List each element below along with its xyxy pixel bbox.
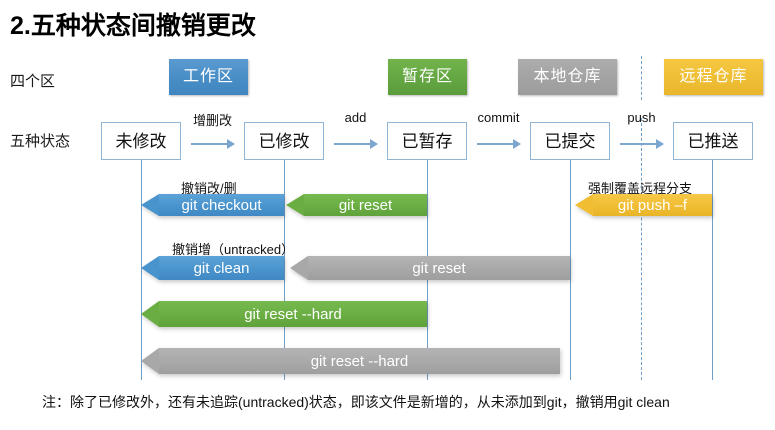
zone-chip-working: 工作区 <box>169 59 248 95</box>
row-label-states: 五种状态 <box>10 133 71 150</box>
transition-label-edit: 增删改 <box>192 113 232 128</box>
state-box-unmodified: 未修改 <box>101 122 181 160</box>
caption-undo-untracked: 撤销增（untracked） <box>172 242 295 257</box>
guideline-committed <box>570 160 571 380</box>
transition-arrow-edit <box>191 139 235 149</box>
transition-arrow-push <box>620 139 664 149</box>
zone-chip-staging: 暂存区 <box>388 59 467 95</box>
state-box-staged: 已暂存 <box>387 122 467 160</box>
arrow-tip-icon <box>141 256 159 280</box>
row-label-zones: 四个区 <box>10 73 56 90</box>
transition-label-commit: commit <box>477 110 520 125</box>
state-box-modified: 已修改 <box>244 122 324 160</box>
arrow-tip-icon <box>575 194 593 216</box>
caption-force-overwrite-remote: 强制覆盖远程分支 <box>588 181 693 196</box>
footnote: 注：除了已修改外，还有未追踪(untracked)状态，即该文件是新增的，从未添… <box>42 394 670 410</box>
arrow-git-checkout: git checkout <box>141 194 284 216</box>
guideline-modified <box>284 160 285 380</box>
guideline-pushed <box>712 160 713 380</box>
transition-label-add: add <box>344 110 367 125</box>
arrow-tip-icon <box>141 194 159 216</box>
state-box-pushed: 已推送 <box>673 122 753 160</box>
arrow-tip-icon <box>141 348 159 374</box>
zone-chip-remote-repo: 远程仓库 <box>664 59 763 95</box>
local-remote-divider <box>641 118 642 380</box>
arrow-git-reset-hard-committed: git reset --hard <box>141 348 560 374</box>
arrow-git-reset-staged-to-modified: git reset <box>286 194 427 216</box>
arrow-tip-icon <box>141 301 159 327</box>
arrow-label: git reset --hard <box>159 348 560 374</box>
state-box-committed: 已提交 <box>530 122 610 160</box>
arrow-label: git reset <box>308 256 570 280</box>
arrow-git-clean: git clean <box>141 256 284 280</box>
arrow-label: git push –f <box>593 194 712 216</box>
arrow-tip-icon <box>290 256 308 280</box>
transition-arrow-commit <box>477 139 521 149</box>
local-remote-divider-top <box>641 56 642 100</box>
zone-chip-local-repo: 本地仓库 <box>518 59 617 95</box>
transition-label-push: push <box>627 110 656 125</box>
arrow-label: git checkout <box>159 194 284 216</box>
arrow-label: git reset <box>304 194 427 216</box>
caption-undo-modify-delete: 撤销改/删 <box>181 181 237 196</box>
arrow-label: git reset --hard <box>159 301 427 327</box>
page-title: 2.五种状态间撤销更改 <box>10 12 256 40</box>
transition-arrow-add <box>334 139 378 149</box>
arrow-git-reset-committed-to-modified: git reset <box>290 256 570 280</box>
arrow-tip-icon <box>286 194 304 216</box>
arrow-label: git clean <box>159 256 284 280</box>
arrow-git-push-force: git push –f <box>575 194 712 216</box>
arrow-git-reset-hard-staged: git reset --hard <box>141 301 427 327</box>
